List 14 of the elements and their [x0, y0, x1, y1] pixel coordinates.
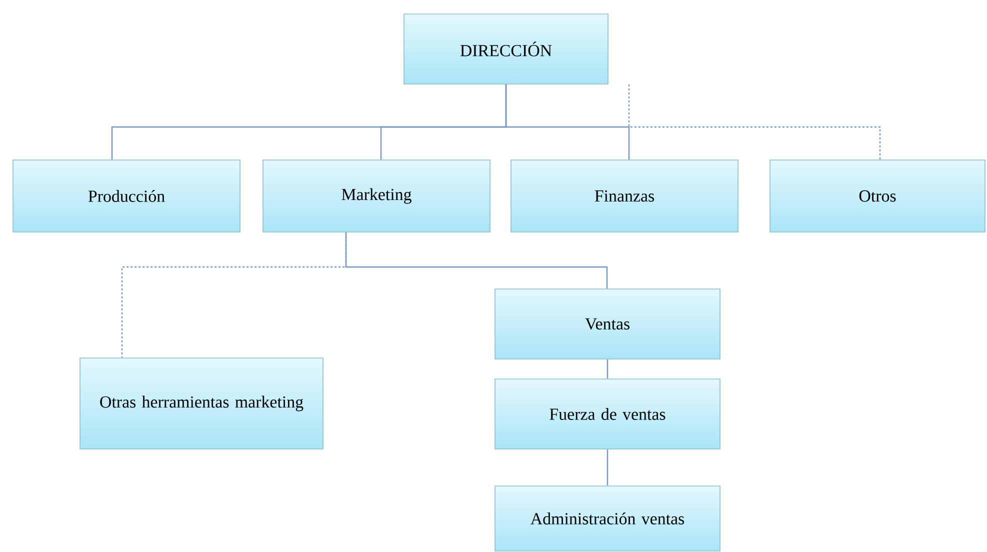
org-box: Marketing	[262, 160, 490, 232]
connector-line	[505, 84, 630, 160]
org-box: Finanzas	[510, 160, 738, 232]
org-box: Producción	[12, 160, 240, 232]
org-box: Ventas	[494, 288, 720, 360]
connector-line	[606, 359, 608, 379]
org-box: Otros	[770, 160, 986, 232]
org-box: Otras herramientas marketing	[80, 358, 324, 450]
connector-line	[606, 449, 608, 486]
connector-line	[628, 84, 881, 160]
connector-line	[345, 232, 608, 289]
org-box: DIRECCIÓN	[404, 14, 608, 84]
org-box: Administración ventas	[494, 486, 720, 552]
org-box: Fuerza de ventas	[494, 378, 720, 450]
